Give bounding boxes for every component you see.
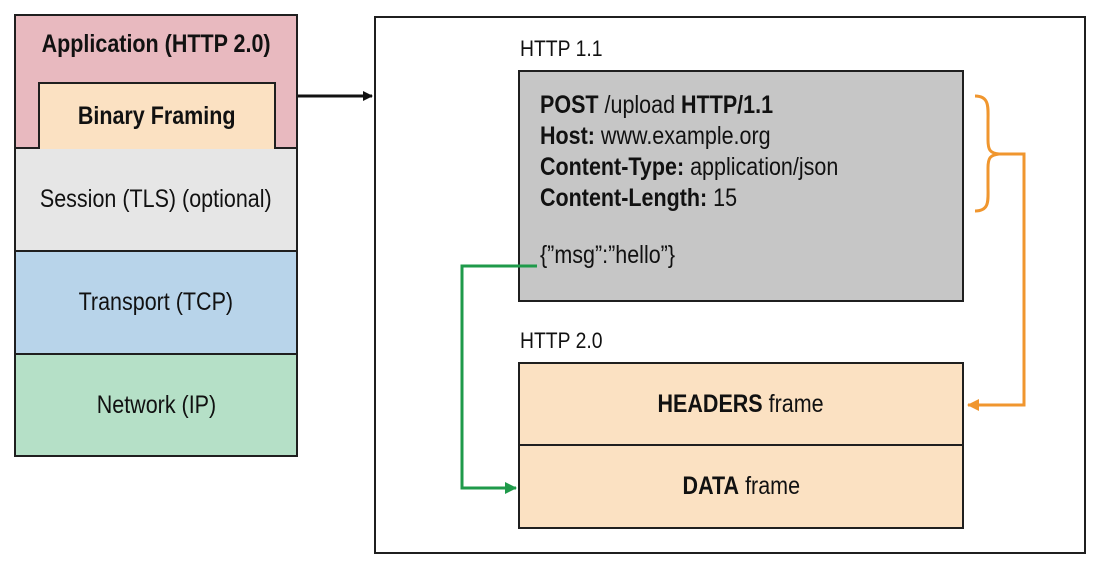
- data-frame-type: DATA: [682, 472, 739, 500]
- content-length-key: Content-Length:: [540, 184, 708, 212]
- request-version: HTTP/1.1: [681, 91, 774, 119]
- binary-framing-layer: Binary Framing: [38, 82, 276, 149]
- content-length-header: Content-Length: 15: [540, 183, 903, 214]
- content-type-key: Content-Type:: [540, 153, 685, 181]
- http11-caption: HTTP 1.1: [520, 36, 603, 61]
- data-connector-arrow: [460, 264, 537, 494]
- content-type-header: Content-Type: application/json: [540, 152, 903, 183]
- session-layer: Session (TLS) (optional): [16, 149, 296, 252]
- request-body-text: {”msg”:”hello”}: [540, 241, 676, 269]
- network-layer-label: Network (IP): [96, 390, 216, 419]
- headers-curly-brace: [974, 94, 1000, 213]
- transport-layer-label: Transport (TCP): [78, 288, 234, 316]
- headers-frame-type: HEADERS: [657, 389, 764, 418]
- detail-panel: [374, 16, 1086, 554]
- headers-frame-suffix: frame: [763, 389, 825, 418]
- host-header-key: Host:: [540, 122, 595, 150]
- protocol-stack: Application (HTTP 2.0) Binary Framing Se…: [14, 14, 298, 457]
- http11-request-box: POST /upload HTTP/1.1 Host: www.example.…: [518, 70, 964, 302]
- request-body: {”msg”:”hello”}: [540, 240, 903, 271]
- application-layer: Application (HTTP 2.0) Binary Framing: [16, 16, 296, 149]
- session-layer-label: Session (TLS) (optional): [40, 185, 272, 213]
- request-method: POST: [540, 91, 599, 119]
- content-type-value: application/json: [684, 153, 839, 181]
- request-path: /upload: [598, 91, 682, 119]
- transport-layer: Transport (TCP): [16, 252, 296, 355]
- http2-caption: HTTP 2.0: [520, 328, 603, 353]
- headers-frame: HEADERS frame: [520, 364, 962, 446]
- binary-framing-label: Binary Framing: [78, 102, 236, 130]
- application-layer-label: Application (HTTP 2.0): [41, 29, 271, 58]
- content-length-value: 15: [707, 184, 738, 212]
- data-frame: DATA frame: [520, 446, 962, 527]
- host-header: Host: www.example.org: [540, 121, 903, 152]
- http2-frames: HEADERS frame DATA frame: [518, 362, 964, 529]
- host-header-value: www.example.org: [594, 122, 771, 150]
- request-line: POST /upload HTTP/1.1: [540, 90, 903, 121]
- headers-connector-arrow: [967, 152, 1026, 411]
- data-frame-suffix: frame: [738, 472, 800, 500]
- network-layer: Network (IP): [16, 355, 296, 455]
